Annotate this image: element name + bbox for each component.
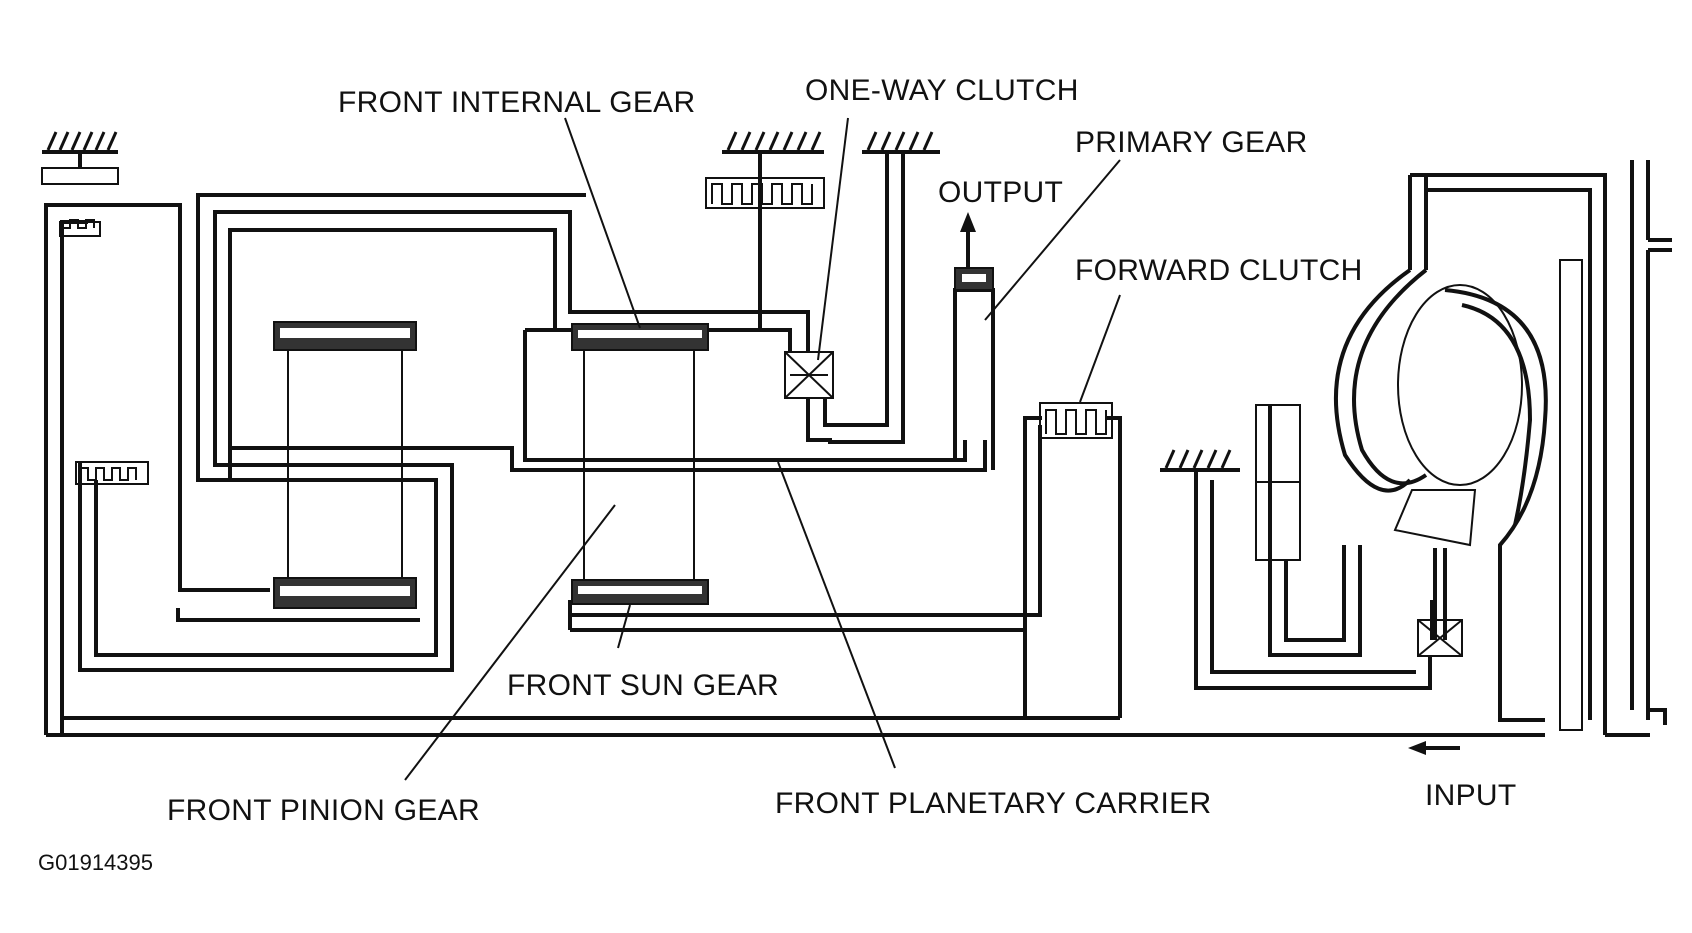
leader-primary-gear: [984, 159, 1121, 321]
ground-hatch-top-center: [722, 131, 824, 154]
leader-front-sun-gear: [617, 604, 631, 649]
figure-code: G01914395: [38, 850, 153, 875]
leader-one-way-clutch: [817, 117, 849, 361]
front-pinion-gear-lower: [273, 577, 417, 609]
leader-lines: [404, 117, 1121, 781]
front-sun-gear-block: [571, 579, 709, 605]
pinion-connecting-lines: [287, 350, 695, 580]
label-front-internal-gear: FRONT INTERNAL GEAR: [338, 86, 695, 119]
converter-one-way-clutch: [1417, 619, 1463, 657]
label-front-planetary-carrier: FRONT PLANETARY CARRIER: [775, 787, 1211, 820]
leader-forward-clutch: [1079, 294, 1121, 403]
brake-pack-top-center: [705, 152, 825, 209]
leader-front-internal-gear: [564, 117, 641, 329]
torque-converter: [1333, 160, 1672, 737]
main-shaft-structure: [44, 152, 1545, 737]
clutch-pack-mid-left: [75, 461, 149, 485]
ground-hatch-converter: [1160, 449, 1240, 472]
clutch-pack-top-left: [59, 219, 101, 237]
input-arrow: [1408, 741, 1460, 755]
label-one-way-clutch: ONE-WAY CLUTCH: [805, 74, 1079, 107]
forward-clutch-pack: [1039, 402, 1113, 439]
label-forward-clutch: FORWARD CLUTCH: [1075, 254, 1363, 287]
leader-front-pinion-gear: [404, 504, 616, 781]
ground-hatch-left: [41, 131, 119, 185]
output-arrow: [960, 212, 976, 268]
leader-front-planetary-carrier: [777, 461, 896, 769]
front-pinion-gear-upper: [273, 321, 417, 351]
ground-hatch-top-right: [862, 131, 940, 154]
front-internal-gear-block: [571, 323, 709, 351]
label-input: INPUT: [1425, 779, 1517, 812]
primary-gear-block: [954, 267, 994, 291]
one-way-clutch-element: [784, 351, 834, 399]
label-output: OUTPUT: [938, 176, 1063, 209]
label-primary-gear: PRIMARY GEAR: [1075, 126, 1308, 159]
label-front-pinion-gear: FRONT PINION GEAR: [167, 794, 480, 827]
label-front-sun-gear: FRONT SUN GEAR: [507, 669, 779, 702]
